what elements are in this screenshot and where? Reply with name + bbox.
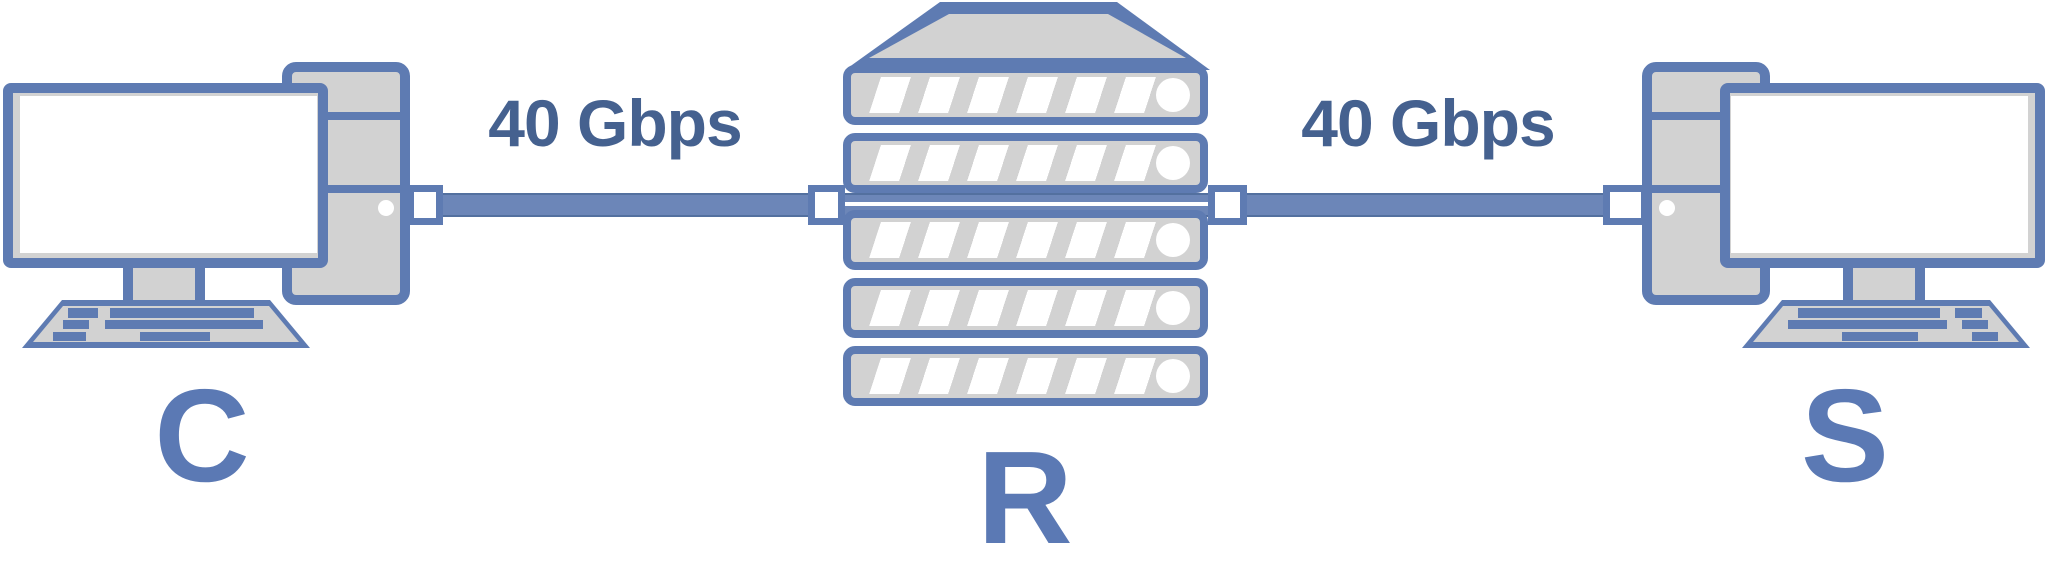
client-screen [20,96,317,253]
vent-stripes [869,77,1157,113]
router-left-port [808,185,845,225]
node-label-router: R [977,424,1073,571]
monitor-stand [1843,268,1925,300]
power-led [378,200,394,216]
rack-unit [843,210,1208,270]
router-right-port [1208,185,1247,225]
rack-unit [843,133,1208,193]
drive-led [1156,359,1190,393]
keyboard-key [105,320,263,329]
tower-divider [290,185,402,193]
rack-unit [843,65,1208,125]
vent-stripes [869,222,1157,258]
tower-divider [1650,112,1762,120]
keyboard-key [1788,320,1947,329]
drive-led [1156,78,1190,112]
drive-led [1156,291,1190,325]
link-label-router-server: 40 Gbps [1301,86,1555,160]
server-port [1603,185,1648,225]
keyboard-key [1798,308,1940,318]
keyboard-key [110,308,254,318]
keyboard-key [53,332,86,341]
client-monitor [3,83,328,268]
drive-led [1156,146,1190,180]
tower-divider [290,112,402,120]
vent-stripes [869,290,1157,326]
monitor-stand [123,268,205,300]
drive-led [1156,223,1190,257]
rack-unit [843,278,1208,338]
tower-divider [1650,185,1762,193]
keyboard-key [68,308,98,318]
node-server [1578,0,2048,576]
keyboard-key [1842,332,1918,341]
power-led [1659,200,1675,216]
node-client [0,0,470,576]
keyboard-key [1972,332,1998,341]
rack-unit [843,346,1208,406]
keyboard-key [1962,320,1988,329]
keyboard-key [1955,308,1982,318]
vent-stripes [869,145,1157,181]
node-label-client: C [154,362,250,509]
vent-stripes [869,358,1157,394]
server-monitor [1720,83,2045,268]
link-label-client-router: 40 Gbps [488,86,742,160]
client-keyboard [22,300,310,348]
node-router [820,0,1240,576]
rack-gap-sliver [843,202,1208,206]
server-screen [1731,96,2028,253]
server-keyboard [1742,300,2030,348]
node-label-server: S [1800,362,1890,509]
keyboard-key [63,320,89,329]
keyboard-key [140,332,210,341]
client-port [407,185,443,225]
